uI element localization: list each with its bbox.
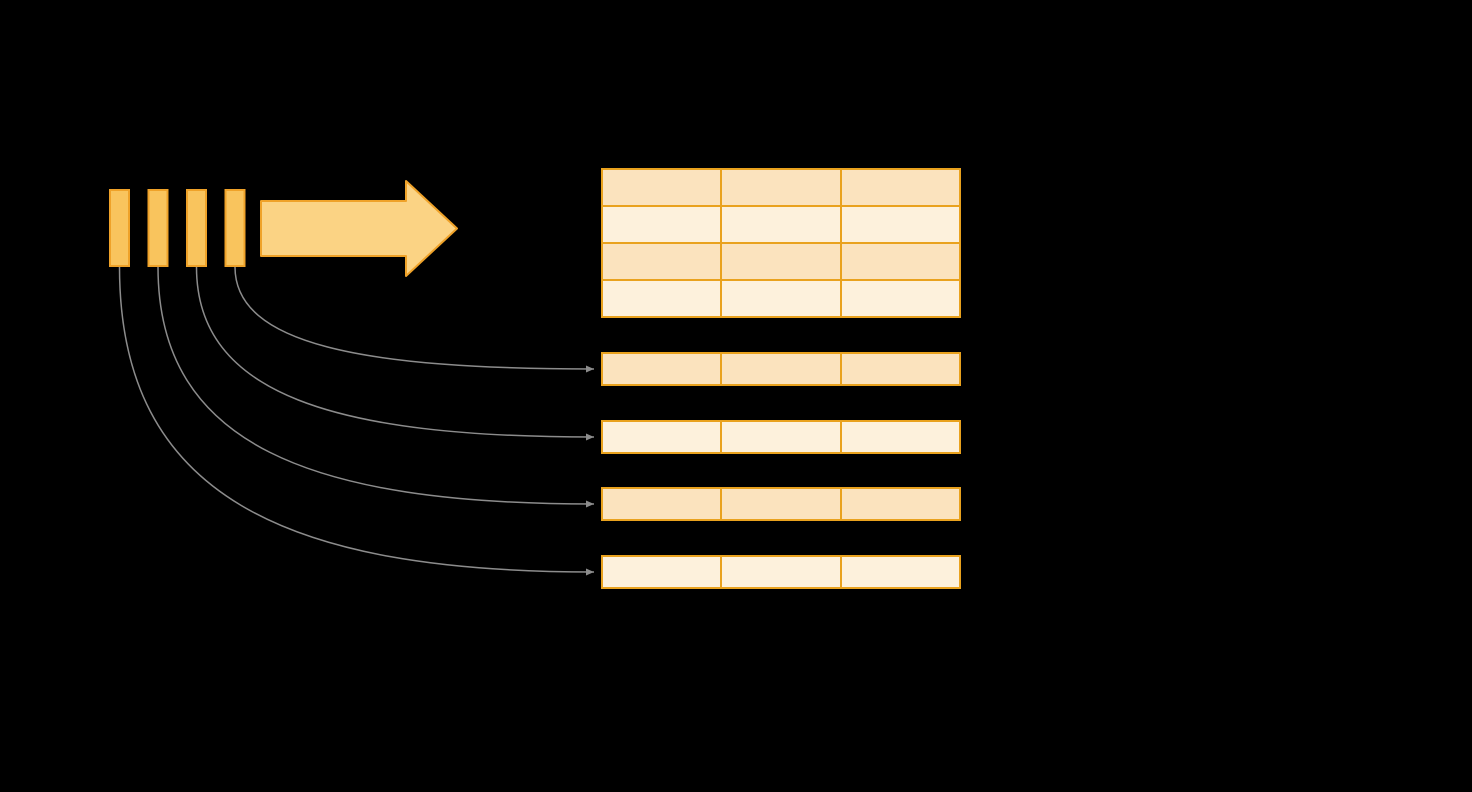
segment-connectors: [118, 266, 595, 576]
table-cell: [720, 170, 839, 205]
stream-segment-bar-4: [224, 189, 246, 267]
aggregate-table-row-4: [603, 279, 959, 316]
table-cell: [603, 489, 720, 519]
stream-segment-bar-2: [147, 189, 169, 267]
stream-segments: [109, 189, 246, 267]
stream-segment-bar-3: [186, 189, 207, 267]
segment-row: [603, 557, 959, 587]
table-cell: [603, 422, 720, 452]
aggregate-table-row-2: [603, 205, 959, 242]
aggregate-table-row-1: [603, 170, 959, 205]
connector-arrow-4: [118, 266, 595, 576]
table-cell: [603, 557, 720, 587]
table-cell: [839, 170, 959, 205]
table-cell: [720, 244, 839, 279]
table-cell: [839, 489, 959, 519]
table-cell: [839, 281, 959, 316]
connector-arrow-1: [234, 266, 595, 373]
aggregate-table-row-3: [603, 242, 959, 279]
table-cell: [720, 207, 839, 242]
segment-row-table-1: [601, 352, 961, 386]
segment-row-table-2: [601, 420, 961, 454]
stream-flow-arrow-icon: [260, 180, 458, 277]
table-cell: [720, 489, 839, 519]
stream-segment-bar-1: [109, 189, 130, 267]
table-cell: [720, 422, 839, 452]
table-cell: [720, 281, 839, 316]
table-cell: [603, 207, 720, 242]
table-cell: [839, 244, 959, 279]
segment-row: [603, 489, 959, 519]
table-cell: [839, 557, 959, 587]
table-cell: [720, 557, 839, 587]
table-cell: [603, 244, 720, 279]
segment-row-table-4: [601, 555, 961, 589]
table-cell: [839, 207, 959, 242]
aggregate-table: [601, 168, 961, 318]
connector-arrow-3: [157, 266, 595, 508]
table-cell: [603, 170, 720, 205]
connector-arrow-2: [195, 266, 595, 441]
segment-row: [603, 354, 959, 384]
segment-row: [603, 422, 959, 452]
table-cell: [839, 422, 959, 452]
table-cell: [603, 354, 720, 384]
table-cell: [603, 281, 720, 316]
table-cell: [720, 354, 839, 384]
table-cell: [839, 354, 959, 384]
segment-row-table-3: [601, 487, 961, 521]
